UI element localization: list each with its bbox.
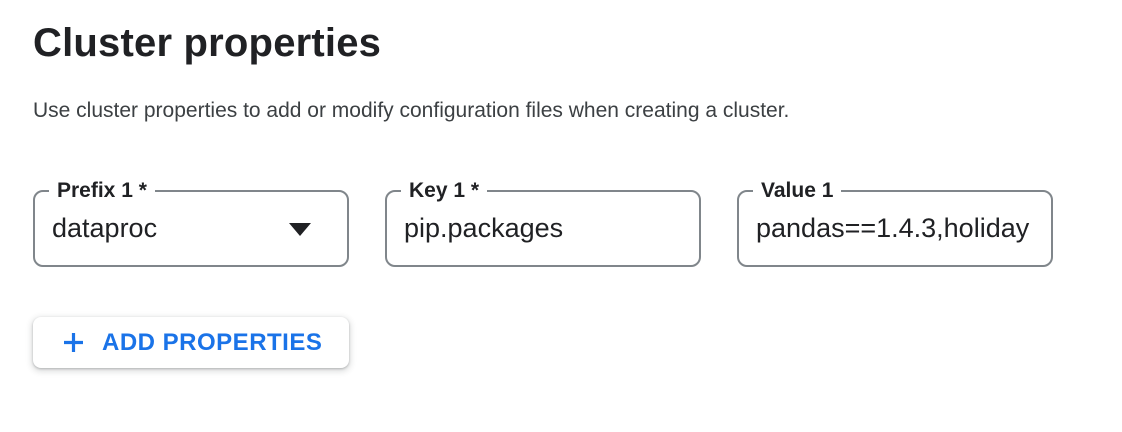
key-input[interactable] xyxy=(387,192,699,266)
plus-icon xyxy=(60,329,87,356)
value-label: Value 1 xyxy=(753,178,842,204)
page-description: Use cluster properties to add or modify … xyxy=(33,99,790,122)
property-fields-row: Prefix 1 * dataproc Key 1 * Value 1 xyxy=(33,178,1122,268)
prefix-selected-value: dataproc xyxy=(52,213,158,244)
value-input[interactable] xyxy=(739,192,1051,266)
chevron-down-icon xyxy=(289,222,311,236)
key-field: Key 1 * xyxy=(385,178,701,268)
add-properties-button-label: ADD PROPERTIES xyxy=(102,328,323,356)
key-label: Key 1 * xyxy=(401,178,488,204)
value-field: Value 1 xyxy=(737,178,1053,268)
page-title: Cluster properties xyxy=(33,21,382,65)
prefix-select[interactable]: Prefix 1 * dataproc xyxy=(33,178,349,268)
add-properties-button[interactable]: ADD PROPERTIES xyxy=(33,317,350,369)
cluster-properties-section: Cluster properties Use cluster propertie… xyxy=(33,21,1122,369)
prefix-label: Prefix 1 * xyxy=(49,178,155,204)
